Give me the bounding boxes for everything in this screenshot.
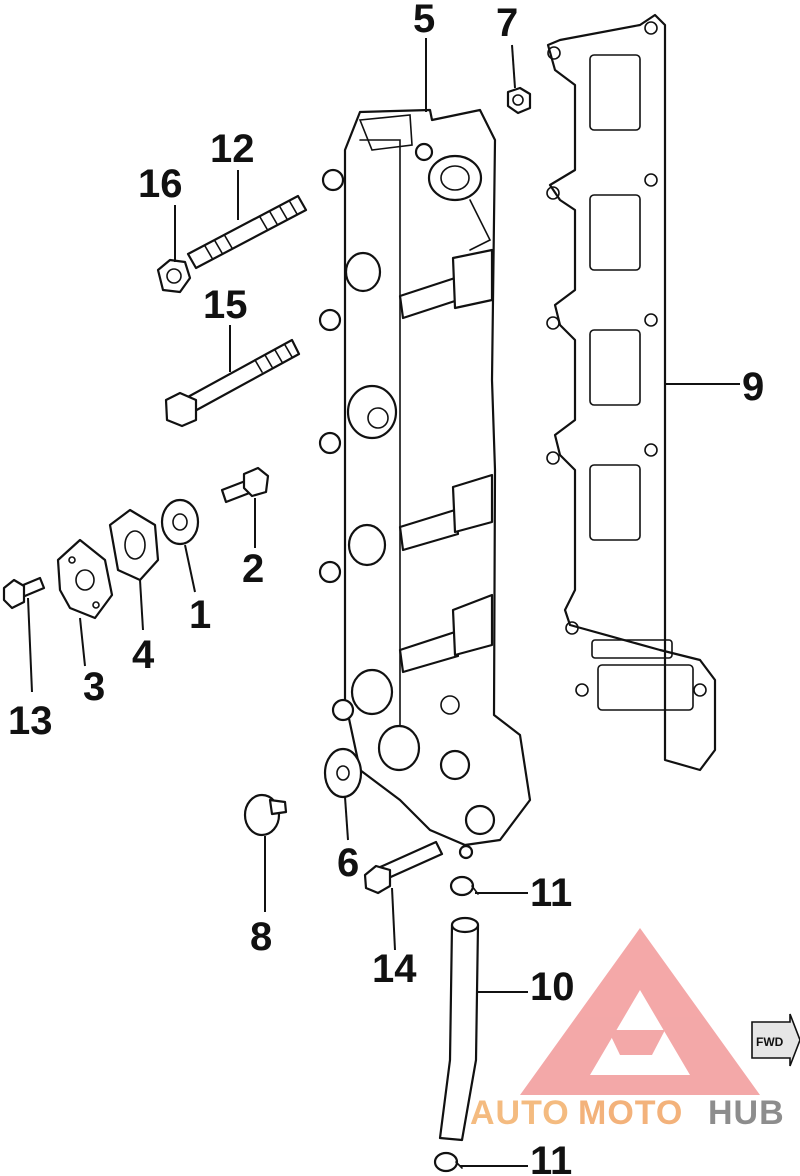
manifold-pipe-stubs <box>398 248 494 674</box>
manifold-gasket-part-9 <box>546 13 717 772</box>
callout-3: 3 <box>83 665 105 709</box>
bolt-part-14 <box>363 840 444 895</box>
callout-13: 13 <box>8 699 53 743</box>
forward-arrow-label: FWD <box>756 1035 784 1049</box>
watermark-word-auto: AUTO <box>470 1094 570 1132</box>
collar-part-1 <box>160 498 200 546</box>
callout-1: 1 <box>189 593 211 637</box>
clamp-part-11-upper <box>449 875 479 897</box>
watermark-logo <box>520 928 760 1095</box>
manifold-bosses <box>318 168 496 836</box>
forward-arrow-badge: FWD <box>751 1013 800 1067</box>
callout-6: 6 <box>337 841 359 885</box>
gasket-part-4 <box>108 508 160 582</box>
bolt-part-2 <box>220 466 270 504</box>
callout-16: 16 <box>138 162 183 206</box>
callout-2: 2 <box>242 547 264 591</box>
watermark-wordmark: AUTO MOTO HUB <box>470 1094 785 1132</box>
leader-lines <box>27 38 740 1167</box>
callout-12: 12 <box>210 127 255 171</box>
watermark-triangle-icon <box>520 928 760 1095</box>
callout-7: 7 <box>496 1 518 45</box>
gasket-bolt-holes <box>546 21 707 697</box>
callout-labels: 5 7 12 16 15 9 2 1 4 3 13 6 8 14 11 10 1… <box>8 0 764 1176</box>
plug-part-8 <box>243 793 288 837</box>
bolt-part-15 <box>164 338 301 428</box>
callout-10: 10 <box>530 965 575 1009</box>
callout-9: 9 <box>742 365 764 409</box>
callout-15: 15 <box>203 283 248 327</box>
exhaust-manifold-part-5 <box>318 108 532 860</box>
washer-part-6 <box>323 747 363 799</box>
callout-11-upper: 11 <box>530 871 572 915</box>
callout-4: 4 <box>132 633 155 677</box>
watermark-word-moto: MOTO <box>578 1094 683 1132</box>
callout-11-lower: 11 <box>530 1139 572 1176</box>
stud-part-12 <box>186 194 308 270</box>
clamp-part-11-lower <box>433 1151 463 1173</box>
bolt-part-13 <box>2 576 46 610</box>
callout-5: 5 <box>413 0 435 41</box>
hose-part-10 <box>438 916 480 1142</box>
cover-plate-part-3 <box>56 538 114 620</box>
callout-8: 8 <box>250 915 272 959</box>
nut-part-16 <box>156 258 192 294</box>
gasket-ports <box>589 54 694 711</box>
callout-14: 14 <box>372 947 417 991</box>
watermark-word-hub: HUB <box>708 1094 785 1132</box>
nut-part-7 <box>506 86 532 115</box>
